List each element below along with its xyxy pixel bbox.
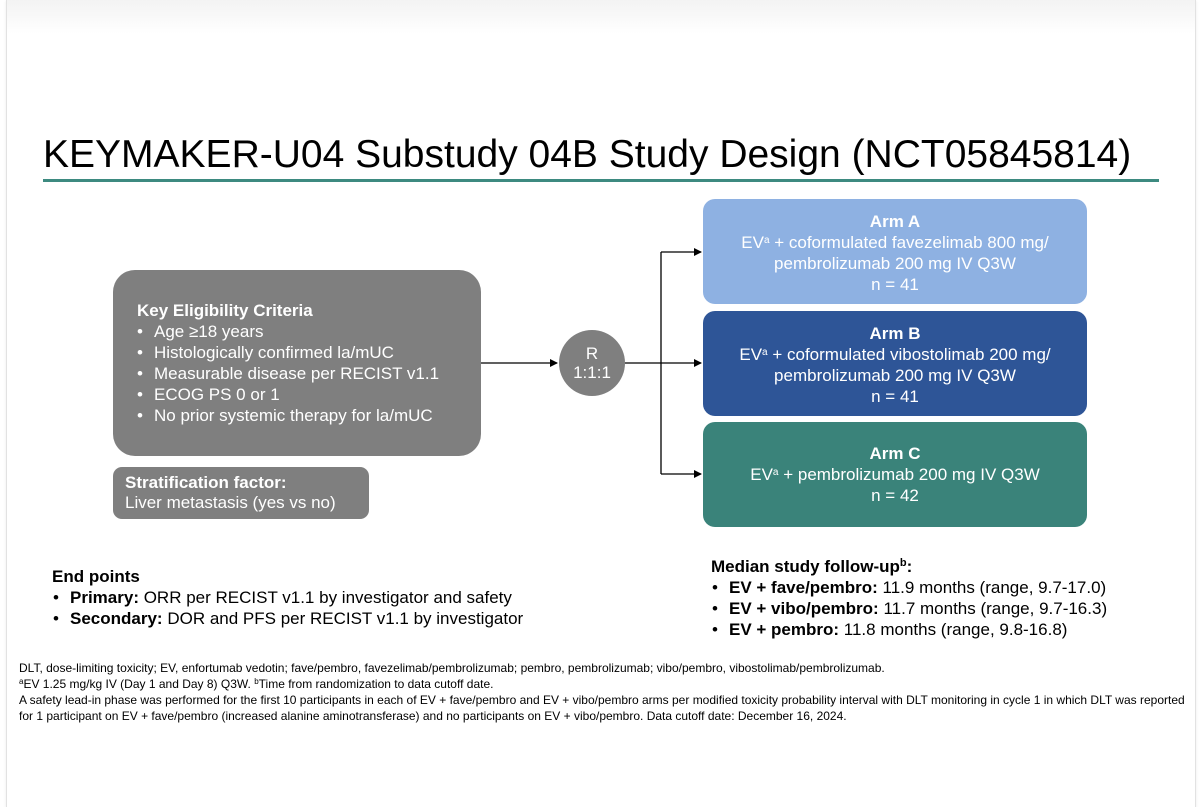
endpoint-item: Secondary: DOR and PFS per RECIST v1.1 b… <box>52 608 523 629</box>
endpoint-text: DOR and PFS per RECIST v1.1 by investiga… <box>162 609 524 628</box>
arm-a-box: Arm A EVa + coformulated favezelimab 800… <box>703 199 1087 304</box>
stratification-box: Stratification factor: Liver metastasis … <box>113 467 369 519</box>
followup-heading-colon: : <box>906 557 913 576</box>
footnote-marker: a <box>763 235 770 246</box>
regimen-text: + coformulated favezelimab 800 mg/ <box>769 233 1049 252</box>
arm-regimen-line-2: pembrolizumab 200 mg IV Q3W <box>774 366 1016 385</box>
eligibility-item: ECOG PS 0 or 1 <box>137 384 481 405</box>
followup-heading: Median study follow-upb: <box>711 557 1107 577</box>
followup-section: Median study follow-upb: EV + fave/pembr… <box>711 557 1107 640</box>
regimen-text: + coformulated vibostolimab 200 mg/ <box>767 345 1051 364</box>
followup-item: EV + fave/pembro: 11.9 months (range, 9.… <box>711 577 1107 598</box>
endpoints-list: Primary: ORR per RECIST v1.1 by investig… <box>52 587 523 629</box>
eligibility-item: Measurable disease per RECIST v1.1 <box>137 363 481 384</box>
footnote-a-text: EV 1.25 mg/kg IV (Day 1 and Day 8) Q3W. <box>23 677 255 691</box>
randomization-label: R <box>585 344 599 363</box>
arm-name: Arm A <box>869 212 921 231</box>
eligibility-item: No prior systemic therapy for la/mUC <box>137 405 481 426</box>
followup-label: EV + pembro: <box>729 620 840 639</box>
footnote-marker: b <box>899 557 907 569</box>
followup-item: EV + pembro: 11.8 months (range, 9.8-16.… <box>711 619 1107 640</box>
eligibility-item: Age ≥18 years <box>137 321 481 342</box>
footnote-marker: a <box>19 677 24 686</box>
endpoint-text: ORR per RECIST v1.1 by investigator and … <box>138 588 512 607</box>
footnote-abbreviations: DLT, dose-limiting toxicity; EV, enfortu… <box>19 661 885 675</box>
stratification-text: Liver metastasis (yes vs no) <box>125 493 336 512</box>
footnote-marker: a <box>762 347 768 358</box>
endpoint-label: Secondary: <box>70 609 163 628</box>
endpoints-heading: End points <box>52 567 140 586</box>
arm-sample-size: n = 41 <box>871 387 919 406</box>
arm-regimen-line: EVa + coformulated vibostolimab 200 mg/ <box>703 344 1087 365</box>
eligibility-list: Age ≥18 years Histologically confirmed l… <box>137 321 481 426</box>
eligibility-item: Histologically confirmed la/mUC <box>137 342 481 363</box>
followup-text: 11.8 months (range, 9.8-16.8) <box>839 620 1068 639</box>
followup-heading-text: Median study follow-up <box>711 557 900 576</box>
footnote-marker: a <box>772 467 779 478</box>
footnote-a-b: aEV 1.25 mg/kg IV (Day 1 and Day 8) Q3W.… <box>19 676 1187 692</box>
arm-name: Arm C <box>869 444 921 463</box>
arm-regimen-line-2: pembrolizumab 200 mg IV Q3W <box>774 254 1016 273</box>
arm-b-box: Arm B EVa + coformulated vibostolimab 20… <box>703 311 1087 416</box>
followup-text: 11.9 months (range, 9.7-17.0) <box>877 578 1107 597</box>
arm-regimen-line: EVa + coformulated favezelimab 800 mg/ <box>703 232 1087 253</box>
eligibility-heading: Key Eligibility Criteria <box>137 301 313 320</box>
title-underline <box>43 179 1159 182</box>
footnotes: DLT, dose-limiting toxicity; EV, enfortu… <box>19 660 1187 724</box>
regimen-text: + pembrolizumab 200 mg IV Q3W <box>778 465 1040 484</box>
arm-name: Arm B <box>869 324 921 343</box>
followup-label: EV + vibo/pembro: <box>729 599 879 618</box>
randomization-circle: R 1:1:1 <box>559 330 625 396</box>
arm-c-box: Arm C EVa + pembrolizumab 200 mg IV Q3W … <box>703 422 1087 527</box>
top-strip <box>7 0 1195 34</box>
slide-title: KEYMAKER-U04 Substudy 04B Study Design (… <box>43 133 1132 176</box>
endpoint-label: Primary: <box>70 588 139 607</box>
stratification-heading: Stratification factor: <box>125 473 287 492</box>
arm-regimen-line: EVa + pembrolizumab 200 mg IV Q3W <box>703 464 1087 485</box>
endpoint-item: Primary: ORR per RECIST v1.1 by investig… <box>52 587 523 608</box>
footnote-b-text: Time from randomization to data cutoff d… <box>258 677 494 691</box>
drug-prefix: EV <box>741 233 764 252</box>
followup-text: 11.7 months (range, 9.7-16.3) <box>878 599 1108 618</box>
slide: KEYMAKER-U04 Substudy 04B Study Design (… <box>6 0 1196 807</box>
followup-list: EV + fave/pembro: 11.9 months (range, 9.… <box>711 577 1107 640</box>
drug-prefix: EV <box>739 345 763 364</box>
footnote-safety: A safety lead-in phase was performed for… <box>19 693 1185 723</box>
arm-sample-size: n = 42 <box>871 486 919 505</box>
drug-prefix: EV <box>750 465 773 484</box>
randomization-ratio: 1:1:1 <box>573 363 611 382</box>
followup-label: EV + fave/pembro: <box>729 578 878 597</box>
footnote-marker: b <box>254 677 259 686</box>
followup-item: EV + vibo/pembro: 11.7 months (range, 9.… <box>711 598 1107 619</box>
eligibility-box: Key Eligibility Criteria Age ≥18 years H… <box>113 270 481 456</box>
endpoints-section: End points Primary: ORR per RECIST v1.1 … <box>52 567 523 629</box>
arm-sample-size: n = 41 <box>871 275 919 294</box>
